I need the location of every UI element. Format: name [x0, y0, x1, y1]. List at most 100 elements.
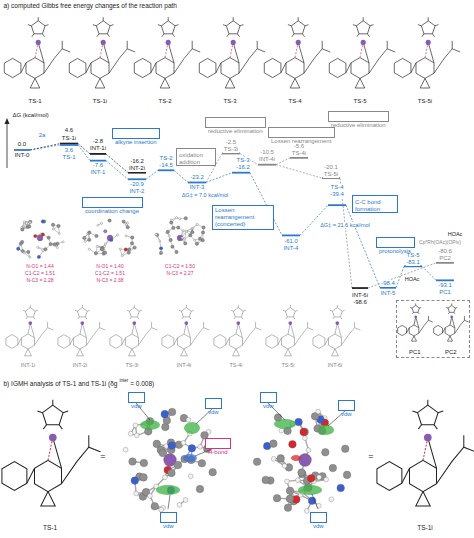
atom [299, 454, 312, 467]
bond-line [82, 323, 86, 338]
atom [183, 498, 188, 503]
bond-line [243, 310, 245, 312]
bond-line [75, 310, 77, 312]
atom [104, 243, 106, 245]
atom [184, 238, 186, 240]
bond-line [107, 34, 109, 37]
step-box: coordination change [82, 197, 143, 208]
atom [42, 250, 44, 252]
bond-line [432, 34, 434, 37]
bond-line [420, 78, 430, 88]
bond-line [454, 312, 455, 314]
bond-line [158, 25, 161, 26]
bond-line [333, 317, 335, 319]
bond-line [30, 78, 40, 88]
bond-line [203, 322, 204, 328]
bond-line [37, 411, 42, 413]
molecule-sketch [2, 400, 101, 506]
atom [286, 487, 294, 495]
bond-line [53, 438, 62, 469]
molecule-sketch [266, 305, 313, 356]
species-name: INT-1i [89, 145, 106, 152]
bond-line [7, 122, 8, 168]
equals-sign: = [100, 452, 106, 462]
atom [88, 231, 91, 234]
atom [17, 247, 20, 250]
profile-link [276, 165, 322, 178]
atom [307, 475, 315, 483]
atom [119, 248, 121, 250]
bond-line [69, 58, 86, 77]
bond-line [298, 42, 304, 62]
profile-link [368, 263, 436, 288]
atom [126, 226, 129, 229]
molecule-sketch [69, 17, 135, 88]
step-box: alkyne insertion [112, 128, 160, 139]
atom [184, 242, 187, 245]
step-label: C-C bond formation [355, 199, 395, 213]
bond-line [369, 49, 395, 73]
energy-value: -2.8 [92, 138, 103, 145]
atom [166, 230, 169, 233]
energy-value: -83.1 [406, 259, 421, 266]
atom [171, 245, 174, 248]
atom [103, 245, 105, 247]
atom [34, 234, 37, 237]
bond-line [278, 338, 282, 345]
bond-line [134, 305, 135, 308]
ball-stick-model [83, 219, 137, 257]
atom [282, 463, 287, 468]
metal-center [80, 321, 84, 325]
bond-line [30, 305, 31, 308]
species-name: INT-2i [128, 165, 145, 172]
atom [262, 476, 270, 484]
species-name: INT-2i [72, 362, 88, 368]
bond-line [82, 305, 83, 308]
interaction-tag: vdw [160, 512, 177, 523]
bond-line [238, 305, 239, 308]
bond-line [190, 328, 209, 346]
bond-line [285, 308, 295, 317]
atom [306, 448, 311, 453]
step-label: coordination change [85, 208, 139, 215]
species-name: TS-1 [62, 154, 76, 161]
step-label: vdw [263, 403, 274, 410]
atom [123, 447, 128, 452]
atom [28, 225, 31, 228]
species-name: INT-1i [20, 362, 36, 368]
bond-line [226, 338, 230, 345]
atom [25, 222, 27, 224]
energy-profile [5, 118, 455, 288]
bond-line [109, 49, 135, 73]
atom [188, 444, 196, 452]
atom [21, 228, 24, 231]
energy-value: 4.6 [64, 127, 73, 134]
atom [316, 409, 321, 414]
bond-line [402, 468, 410, 483]
atom [133, 423, 138, 428]
energy-level [258, 164, 276, 166]
atom [177, 235, 183, 241]
bond-line [134, 58, 151, 77]
bond-line [363, 42, 369, 62]
bond-line [35, 310, 37, 312]
bond-line [223, 25, 226, 26]
bond-line [411, 63, 416, 73]
species-name: INT-4i [176, 362, 192, 368]
atom [100, 247, 103, 250]
atom [181, 237, 183, 239]
ball-stick-model [253, 409, 351, 513]
molecule-sketch [134, 17, 200, 88]
energy-value: 0.0 [17, 141, 26, 148]
bond-line [162, 335, 174, 349]
step-box: Lossen rearrangement [268, 127, 335, 138]
barrier-value: ΔG‡ = 21.6 kcal/mol [320, 222, 371, 228]
bond-line [88, 435, 89, 447]
bond-line [182, 317, 184, 319]
bond-line [216, 63, 221, 73]
atom [104, 230, 107, 233]
bond-line [97, 34, 99, 37]
bond-line [226, 21, 240, 34]
bond-line [23, 310, 25, 312]
atom [41, 233, 44, 236]
